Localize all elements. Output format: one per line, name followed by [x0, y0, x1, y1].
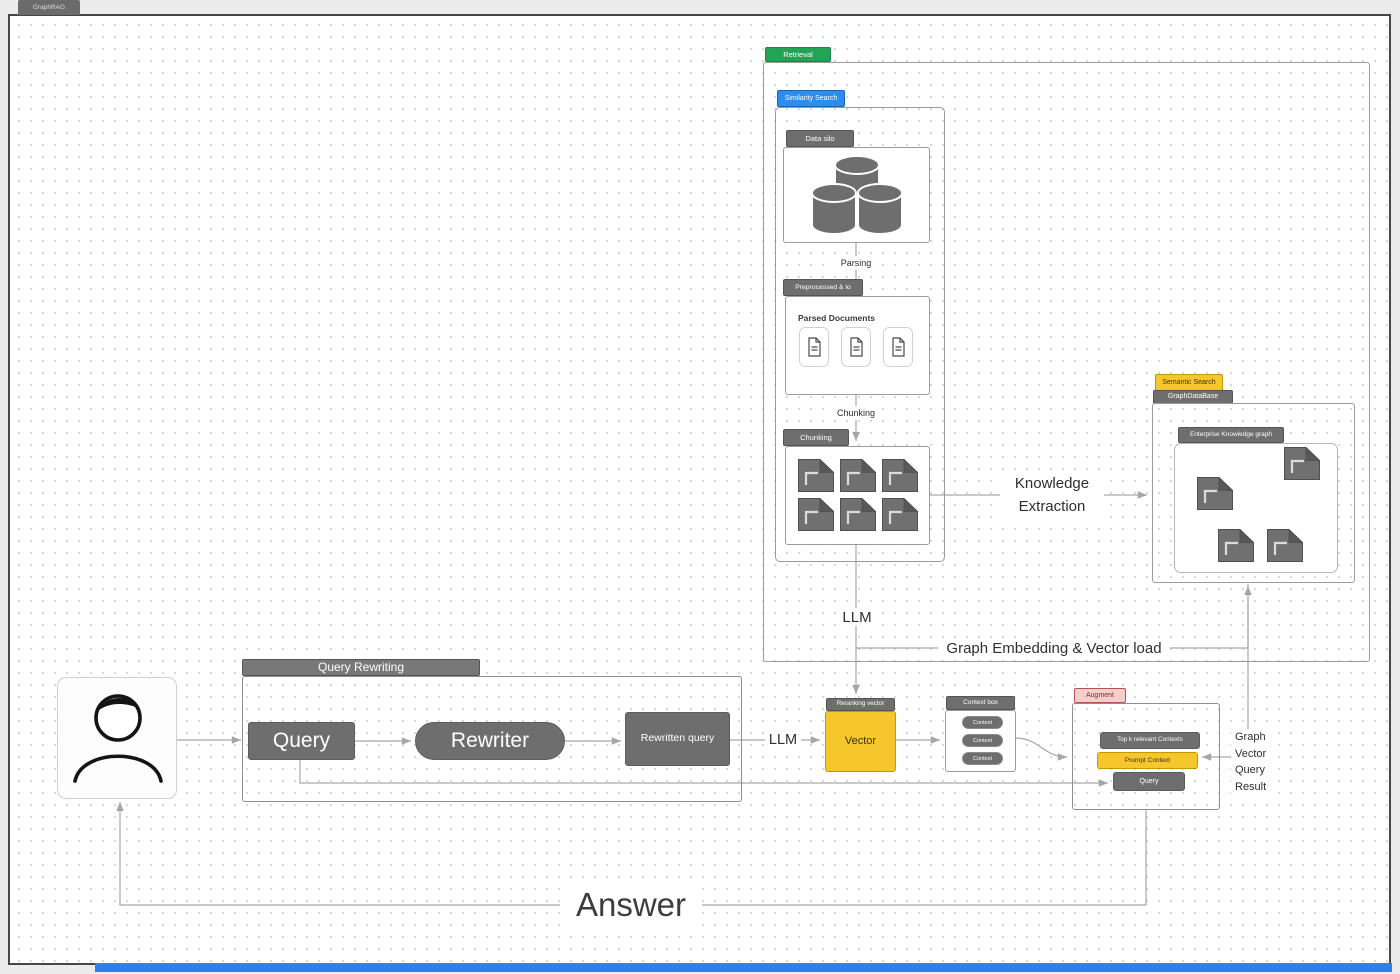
context-pill[interactable]: Context — [962, 752, 1003, 765]
semantic-search-label[interactable]: Semantic Search — [1155, 374, 1223, 391]
context-pill[interactable]: Context — [962, 734, 1003, 747]
database-icon — [812, 155, 902, 235]
augment-label[interactable]: Augment — [1074, 688, 1126, 703]
query-box[interactable]: Query — [248, 722, 355, 760]
horizontal-scrollbar[interactable] — [95, 963, 1392, 972]
preprocessed-box[interactable]: Parsed Documents — [785, 296, 930, 395]
rewriter-box[interactable]: Rewriter — [415, 722, 565, 760]
retrieval-container[interactable] — [763, 62, 1370, 662]
llm-lower-label[interactable]: LLM — [765, 731, 801, 749]
data-silo-label[interactable]: Data silo — [786, 130, 854, 147]
query-rewriting-container[interactable] — [242, 676, 742, 802]
diagram-canvas[interactable] — [8, 14, 1391, 965]
similarity-search-label[interactable]: Similarity Search — [777, 90, 845, 107]
chunking-label[interactable]: Chunking — [783, 429, 849, 446]
enterprise-knowledge-graph-label[interactable]: Enterprise Knowledge graph — [1178, 427, 1284, 443]
diagram-tab-title: GraphRAG — [32, 4, 66, 11]
llm-upper-label[interactable]: LLM — [839, 608, 875, 626]
preprocessed-label[interactable]: Preprocessed & lo — [783, 279, 863, 296]
graphdatabase-container[interactable] — [1152, 403, 1355, 583]
rewritten-query-box[interactable]: Rewritten query — [625, 712, 730, 766]
parsed-documents-title: Parsed Documents — [798, 313, 875, 323]
query-rewriting-label[interactable]: Query Rewriting — [242, 659, 480, 676]
document-icon — [841, 327, 871, 367]
chunk-icon — [840, 459, 876, 492]
chunk-icon — [882, 459, 918, 492]
chunking-edge-label[interactable]: Chunking — [830, 406, 882, 420]
chunk-icon — [798, 459, 834, 492]
knowledge-graph-chunk-icon — [1267, 529, 1303, 562]
augment-query-box[interactable]: Query — [1113, 772, 1185, 791]
knowledge-extraction-label[interactable]: Knowledge Extraction — [1000, 471, 1104, 519]
reranking-vector-label[interactable]: Reranking vector — [826, 698, 895, 711]
prompt-context-box[interactable]: Prompt Context — [1097, 752, 1198, 769]
parsing-edge-label[interactable]: Parsing — [832, 256, 880, 270]
knowledge-graph-chunk-icon — [1284, 447, 1320, 480]
knowledge-graph-chunk-icon — [1197, 477, 1233, 510]
graph-vector-query-result-label[interactable]: Graph Vector Query Result — [1231, 729, 1277, 795]
context-pill[interactable]: Context — [962, 716, 1003, 729]
graphdatabase-label[interactable]: GraphDataBase — [1153, 390, 1233, 404]
topk-contexts-box[interactable]: Top k relevant Contexts — [1100, 732, 1200, 749]
document-icon — [799, 327, 829, 367]
person-icon — [73, 694, 163, 783]
knowledge-graph-chunk-icon — [1218, 529, 1254, 562]
graph-embedding-label[interactable]: Graph Embedding & Vector load — [938, 639, 1170, 657]
chunk-icon — [798, 498, 834, 531]
document-icon — [883, 327, 913, 367]
chunking-box[interactable] — [785, 446, 930, 545]
vector-box[interactable]: Vector — [825, 711, 896, 772]
chunk-icon — [882, 498, 918, 531]
retrieval-label[interactable]: Retrieval — [765, 47, 831, 62]
augment-container[interactable] — [1072, 703, 1220, 810]
similarity-search-container[interactable] — [775, 107, 945, 562]
context-box-label[interactable]: Context box — [946, 696, 1015, 710]
answer-label[interactable]: Answer — [560, 884, 702, 926]
chunk-icon — [840, 498, 876, 531]
data-silo-box[interactable] — [783, 147, 930, 243]
user-card[interactable] — [57, 677, 177, 799]
context-box[interactable]: Context Context Context — [945, 710, 1016, 772]
diagram-tab[interactable]: GraphRAG — [18, 0, 80, 15]
